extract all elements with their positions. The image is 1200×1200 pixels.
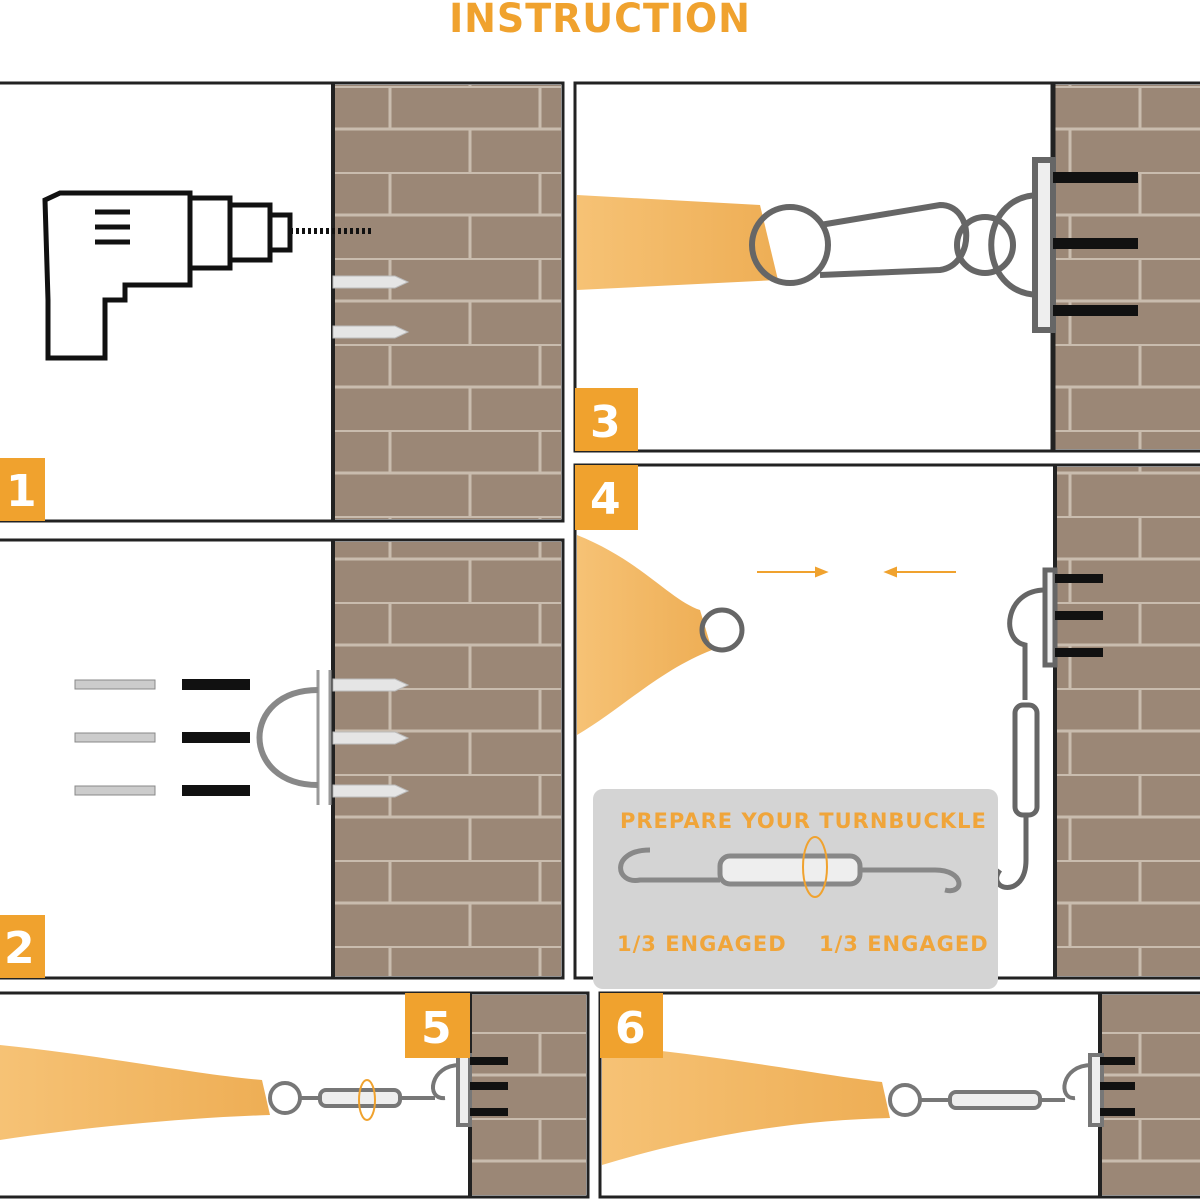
step-1-badge bbox=[0, 458, 45, 521]
step-2-badge bbox=[0, 915, 45, 978]
hardware-assembly-icon bbox=[888, 1053, 1104, 1127]
drill-icon bbox=[42, 190, 372, 361]
rotate-arrow-icon bbox=[802, 836, 828, 898]
anchor-screws-icon bbox=[1100, 1057, 1135, 1116]
anchor-screws-icon bbox=[470, 1057, 508, 1116]
turnbuckle-icon bbox=[618, 847, 962, 894]
step-4-panel: 4 PREPARE YOUR TURNBUCKLE 1/3 ENGAGED 1/… bbox=[573, 463, 1200, 989]
brick-wall bbox=[472, 995, 586, 1195]
brick-wall bbox=[1102, 995, 1200, 1195]
step-4-badge bbox=[575, 465, 638, 530]
wall-holes-icon bbox=[332, 275, 410, 339]
brick-wall bbox=[1055, 85, 1200, 449]
shade-sail bbox=[577, 535, 712, 735]
step-6-badge bbox=[600, 993, 663, 1058]
carabiner-icon bbox=[749, 157, 1056, 333]
step-6-number: 6 bbox=[615, 1003, 646, 1054]
direction-arrows-icon bbox=[757, 566, 956, 578]
step-3-number: 3 bbox=[590, 397, 621, 448]
brick-wall bbox=[1057, 467, 1200, 976]
anchor-screws-icon bbox=[1053, 172, 1138, 316]
anchor-screws-icon bbox=[1055, 574, 1103, 657]
step-3-badge bbox=[575, 388, 638, 451]
step-2-panel: 2 bbox=[0, 538, 565, 980]
turnbuckle-heading: PREPARE YOUR TURNBUCKLE bbox=[620, 809, 987, 833]
step-1-number: 1 bbox=[6, 466, 37, 517]
step-4-number: 4 bbox=[590, 474, 621, 525]
shade-sail bbox=[602, 1045, 890, 1165]
brick-wall bbox=[333, 542, 561, 976]
rotate-arrow-icon bbox=[358, 1079, 376, 1121]
step-5-badge bbox=[405, 993, 470, 1058]
step-3-panel: 3 bbox=[573, 81, 1200, 453]
step-1-panel: 1 bbox=[0, 81, 565, 523]
d-ring-icon bbox=[699, 607, 745, 653]
page-title: INSTRUCTION bbox=[449, 0, 751, 42]
brick-wall bbox=[333, 85, 561, 519]
step-5-number: 5 bbox=[421, 1003, 452, 1054]
step-2-number: 2 bbox=[4, 923, 35, 974]
screws-and-anchors-icon bbox=[74, 670, 410, 805]
shade-sail bbox=[577, 195, 778, 290]
step-5-panel: 5 bbox=[0, 991, 590, 1199]
shade-sail bbox=[0, 1045, 270, 1140]
left-engaged-label: 1/3 ENGAGED bbox=[617, 932, 787, 956]
turnbuckle-prep-box: PREPARE YOUR TURNBUCKLE 1/3 ENGAGED 1/3 … bbox=[593, 789, 998, 989]
step-6-panel: 6 bbox=[598, 991, 1200, 1199]
right-engaged-label: 1/3 ENGAGED bbox=[819, 932, 989, 956]
